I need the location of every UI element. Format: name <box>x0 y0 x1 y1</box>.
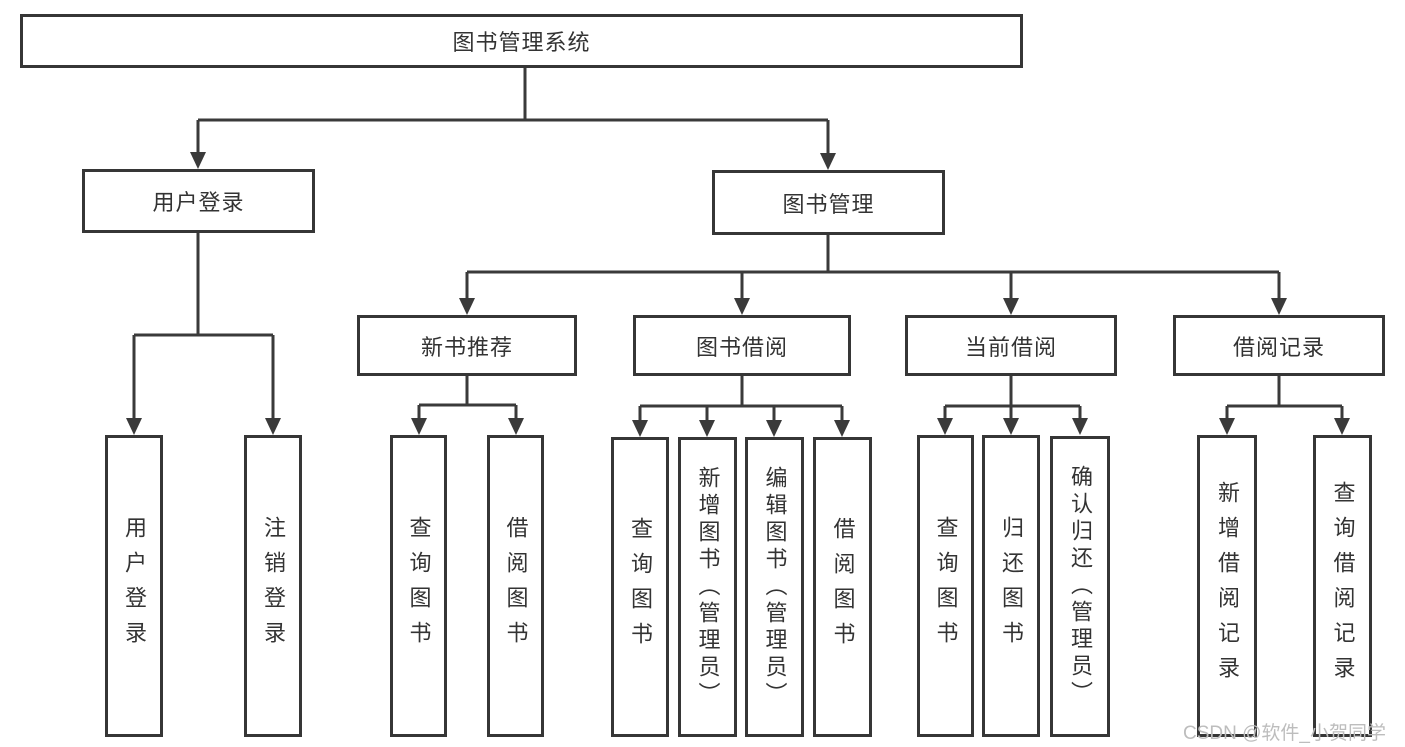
leaf-confirm-return-admin: 确认归还（管理员） <box>1050 436 1110 737</box>
leaf-query-borrow-record: 查询借阅记录 <box>1313 435 1372 737</box>
node-borrowing-records: 借阅记录 <box>1173 315 1385 376</box>
csdn-watermark: CSDN @软件_小贺同学 <box>1183 723 1386 744</box>
leaf-logout: 注销登录 <box>244 435 302 737</box>
leaf-return-books: 归还图书 <box>982 435 1040 737</box>
leaf-query-books-borrowing: 查询图书 <box>611 437 669 737</box>
leaf-borrow-books-recommend: 借阅图书 <box>487 435 544 737</box>
leaf-borrow-books-borrowing: 借阅图书 <box>813 437 872 737</box>
arrowheads <box>126 152 1350 437</box>
node-user-login: 用户登录 <box>82 169 315 233</box>
leaf-add-books-admin: 新增图书（管理员） <box>678 437 737 737</box>
node-book-management: 图书管理 <box>712 170 945 235</box>
node-new-book-recommend: 新书推荐 <box>357 315 577 376</box>
node-book-borrowing: 图书借阅 <box>633 315 851 376</box>
leaf-user-login: 用户登录 <box>105 435 163 737</box>
leaf-query-books-recommend: 查询图书 <box>390 435 447 737</box>
leaf-query-books-current: 查询图书 <box>917 435 974 737</box>
leaf-add-borrow-record: 新增借阅记录 <box>1197 435 1257 737</box>
leaf-edit-books-admin: 编辑图书（管理员） <box>745 437 804 737</box>
node-root: 图书管理系统 <box>20 14 1023 68</box>
node-current-borrowing: 当前借阅 <box>905 315 1117 376</box>
